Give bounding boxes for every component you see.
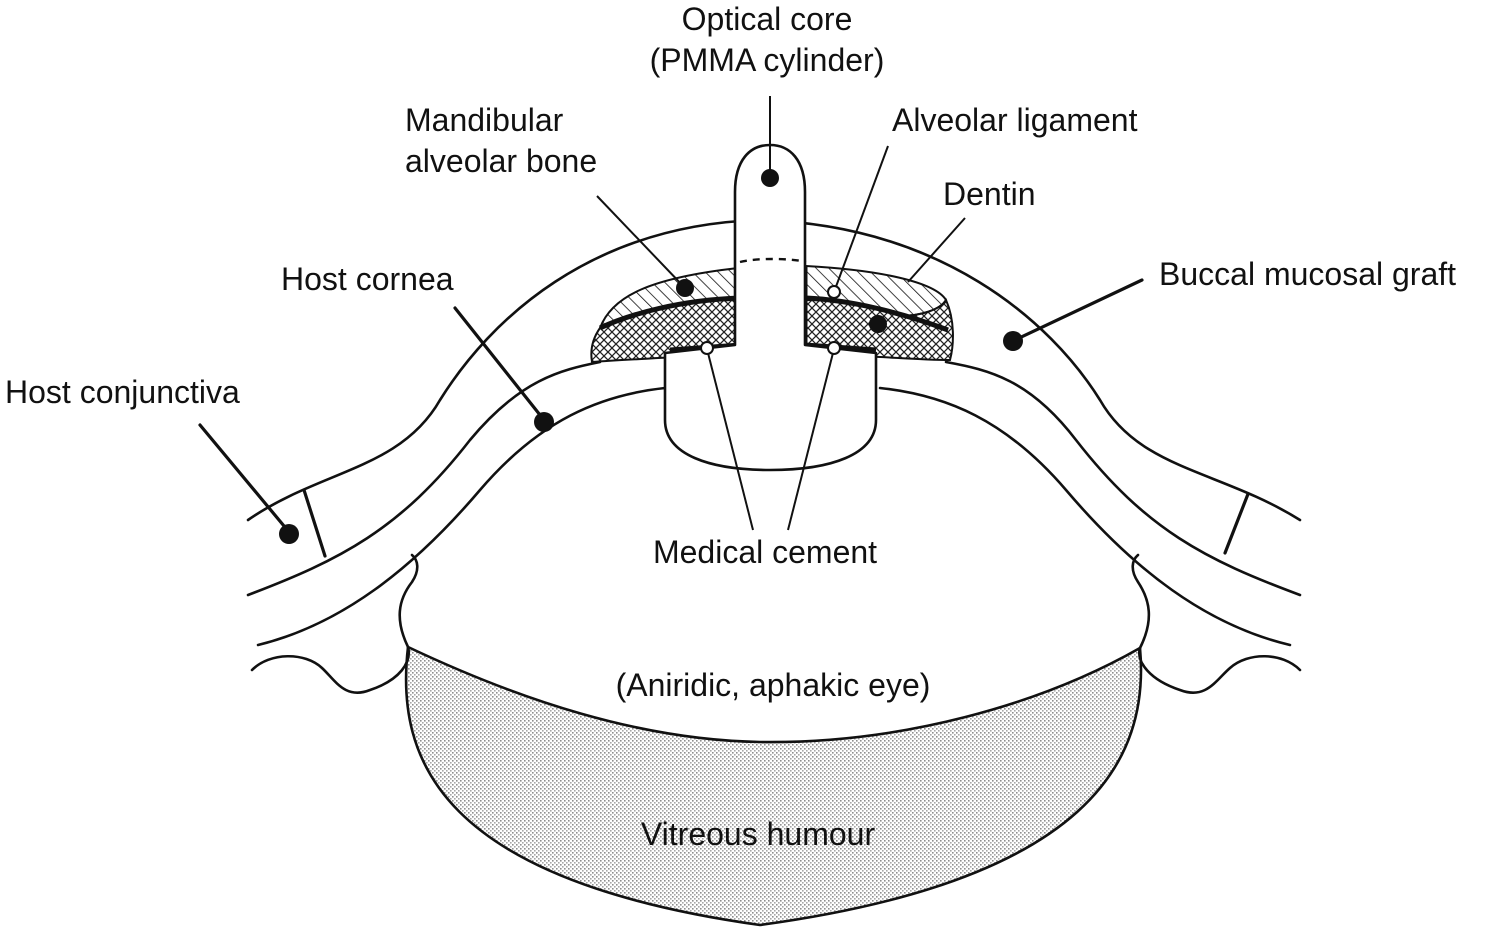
dentin-label: Dentin [943,176,1036,212]
host-conjunctiva-dot [279,524,299,544]
optical-core-dot [761,169,779,187]
buccal-graft-leader [1015,280,1142,340]
vitreous-label: Vitreous humour [641,816,876,852]
host-cornea-label: Host cornea [281,261,454,297]
alveolar-ligament-label: Alveolar ligament [892,102,1138,138]
alveolar-ligament-dot [828,286,840,298]
left-conjunctiva-boundary [304,490,325,556]
right-sclera-lobe [1133,555,1300,693]
medical-cement-dot-right [828,342,840,354]
medical-cement-label: Medical cement [653,534,877,570]
optical-core-label-line2: (PMMA cylinder) [650,42,885,78]
medical-cement-dot-left [701,342,713,354]
mandibular-bone-leader [597,196,685,288]
right-conjunctiva-boundary [1225,494,1248,553]
host-cornea-dot [534,412,554,432]
mandibular-bone-dot [676,279,694,297]
host-conjunctiva-leader [200,425,289,532]
host-conjunctiva-label: Host conjunctiva [5,374,240,410]
eye-label: (Aniridic, aphakic eye) [616,667,931,703]
buccal-mucosal-graft-label: Buccal mucosal graft [1159,256,1456,292]
mandibular-label-line2: alveolar bone [405,143,597,179]
mandibular-label: Mandibular [405,102,564,138]
buccal-graft-dot [1003,331,1023,351]
dentin-dot [869,315,887,333]
optical-core-label: Optical core [682,1,853,37]
